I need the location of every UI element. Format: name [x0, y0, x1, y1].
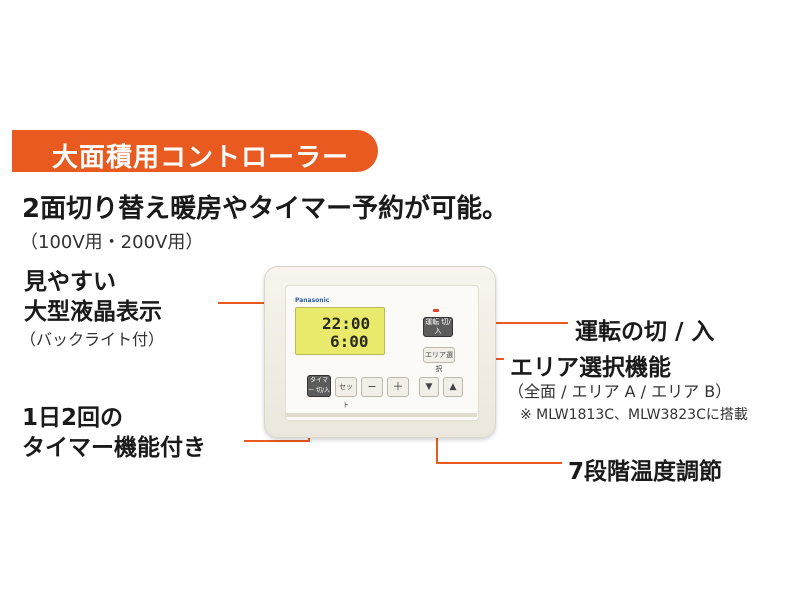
brand-logo: Panasonic [295, 297, 330, 304]
controller-device: Panasonic 22:00 6:00 運転 切/入 エリア選択 タイマー 切… [264, 266, 496, 438]
temp-up-button[interactable]: ▲ [443, 377, 463, 397]
label-area-sub: （全面 / エリア A / エリア B） [508, 382, 732, 401]
lcd-time-off: 6:00 [330, 332, 369, 351]
leader-temp-h [436, 462, 562, 464]
label-timer-line1: 1日2回の [22, 405, 124, 431]
time-minus-button[interactable]: − [361, 377, 383, 397]
label-temp: 7段階温度調節 [568, 459, 723, 485]
leader-timer-h [244, 440, 310, 442]
label-power: 運転の切 / 入 [575, 319, 715, 345]
time-plus-button[interactable]: ＋ [387, 377, 409, 397]
temp-down-button[interactable]: ▼ [419, 377, 439, 397]
lcd-display: 22:00 6:00 [295, 307, 385, 355]
label-area-note: ※ MLW1813C、MLW3823Cに搭載 [520, 407, 748, 423]
label-lcd-line2: 大型液晶表示 [24, 299, 162, 325]
headline: 2面切り替え暖房やタイマー予約が可能。 [22, 194, 509, 224]
label-area: エリア選択機能 [510, 355, 671, 381]
set-button[interactable]: セット [335, 377, 357, 409]
area-select-button[interactable]: エリア選択 [423, 347, 455, 373]
lcd-time-on: 22:00 [322, 314, 371, 333]
leader-power [450, 322, 568, 324]
bottom-label-strip [285, 413, 477, 417]
label-lcd-line1: 見やすい [24, 269, 116, 295]
power-button[interactable]: 運転 切/入 [423, 317, 453, 337]
power-led [433, 309, 439, 312]
label-timer-line2: タイマー機能付き [22, 435, 206, 461]
label-backlight: （バックライト付） [20, 330, 165, 349]
title-text: 大面積用コントローラー [52, 143, 350, 173]
voltage-subtitle: （100V用・200V用） [20, 232, 204, 253]
timer-button[interactable]: タイマー 切/入 [307, 375, 331, 397]
title-banner [12, 130, 378, 172]
